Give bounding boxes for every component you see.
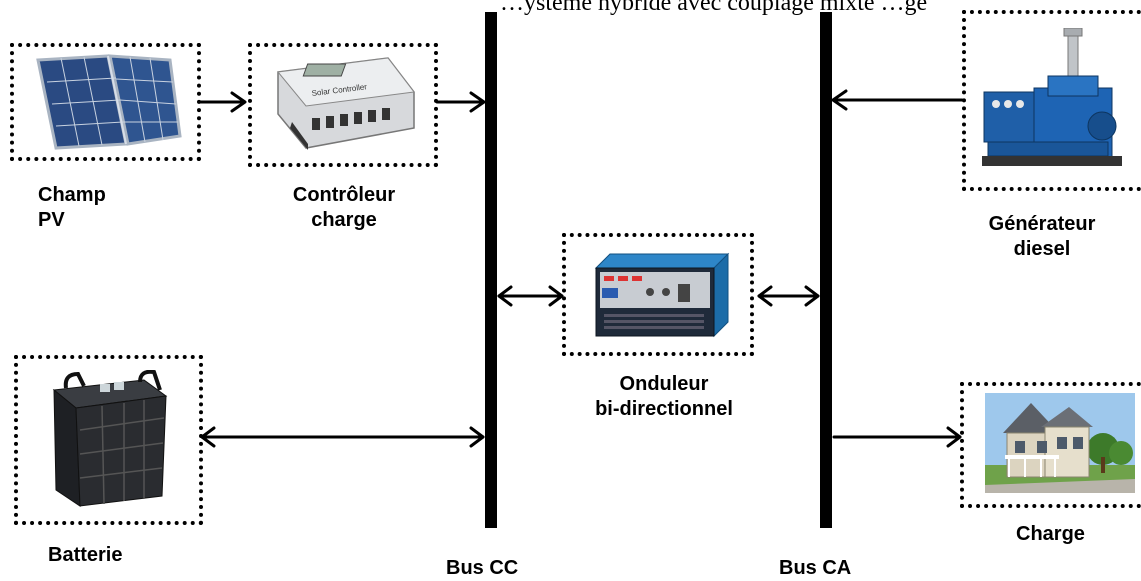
diesel-generator-label: Générateur diesel (977, 212, 1107, 262)
inverter-label: Onduleur bi-directionnel (574, 372, 754, 422)
load-label: Charge (1016, 522, 1085, 547)
charge-controller-label-line2: charge (311, 209, 377, 231)
dc-bus (485, 12, 497, 528)
diesel-generator-label-line2: diesel (1013, 238, 1071, 260)
charge-controller-box (248, 43, 438, 167)
pv-field-label: Champ PV (38, 183, 106, 233)
charge-controller-icon: Solar Controller (277, 57, 415, 150)
bidirectional-inverter-icon (594, 252, 730, 338)
diesel-generator-label-line1: Générateur (988, 213, 1096, 235)
battery-icon (52, 370, 168, 507)
house-icon (985, 393, 1135, 493)
pv-field-label-line1: Champ (38, 184, 106, 206)
ac-bus-label-text: Bus CA (779, 557, 852, 579)
diesel-generator-box (962, 10, 1141, 191)
charge-controller-label: Contrôleur charge (279, 183, 409, 233)
diesel-generator-icon (982, 28, 1122, 166)
inverter-box (562, 233, 754, 356)
ac-bus-label: Bus CA (779, 556, 851, 581)
load-box (960, 382, 1141, 508)
dc-bus-label: Bus CC (446, 556, 518, 581)
pv-field-box (10, 43, 201, 161)
inverter-label-line1: Onduleur (619, 373, 709, 395)
inverter-label-line2: bi-directionnel (595, 398, 733, 420)
solar-panel-icon (36, 54, 182, 150)
dc-bus-label-text: Bus CC (446, 557, 519, 579)
battery-box (14, 355, 203, 525)
pv-field-label-line2: PV (38, 209, 65, 231)
load-label-text: Charge (1016, 523, 1085, 545)
battery-label: Batterie (48, 543, 122, 568)
charge-controller-label-line1: Contrôleur (292, 184, 396, 206)
battery-label-text: Batterie (48, 544, 123, 566)
ac-bus (820, 12, 832, 528)
